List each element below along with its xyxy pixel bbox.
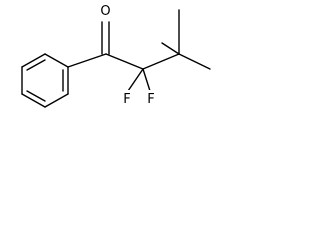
carbonyl-cf2-bond	[105, 53, 144, 70]
ring-double-bond-2	[26, 90, 46, 102]
tbutyl-methyl-left	[161, 42, 180, 55]
atom-fluorine-2: F	[145, 90, 157, 107]
ring-bond-5	[44, 93, 69, 108]
fluorine-label-2: F	[147, 92, 154, 107]
phenyl-carbonyl-bond	[67, 53, 107, 68]
atom-oxygen: O	[99, 2, 112, 19]
cf2-f1-bond	[127, 68, 144, 92]
tbutyl-methyl-right	[178, 53, 211, 70]
ring-double-bond-1	[26, 59, 46, 71]
molecule-structure: O F F	[21, 2, 211, 108]
atom-fluorine-1: F	[121, 90, 133, 107]
ring-bond-1	[44, 53, 69, 68]
cf2-f2-bond	[142, 68, 151, 92]
benzene-ring	[21, 53, 69, 108]
cf2-tbutyl-bond	[142, 53, 180, 70]
fluorine-label-1: F	[123, 92, 130, 107]
ring-bond-4	[21, 93, 46, 108]
ring-bond-2	[21, 53, 46, 68]
oxygen-label: O	[100, 4, 110, 19]
